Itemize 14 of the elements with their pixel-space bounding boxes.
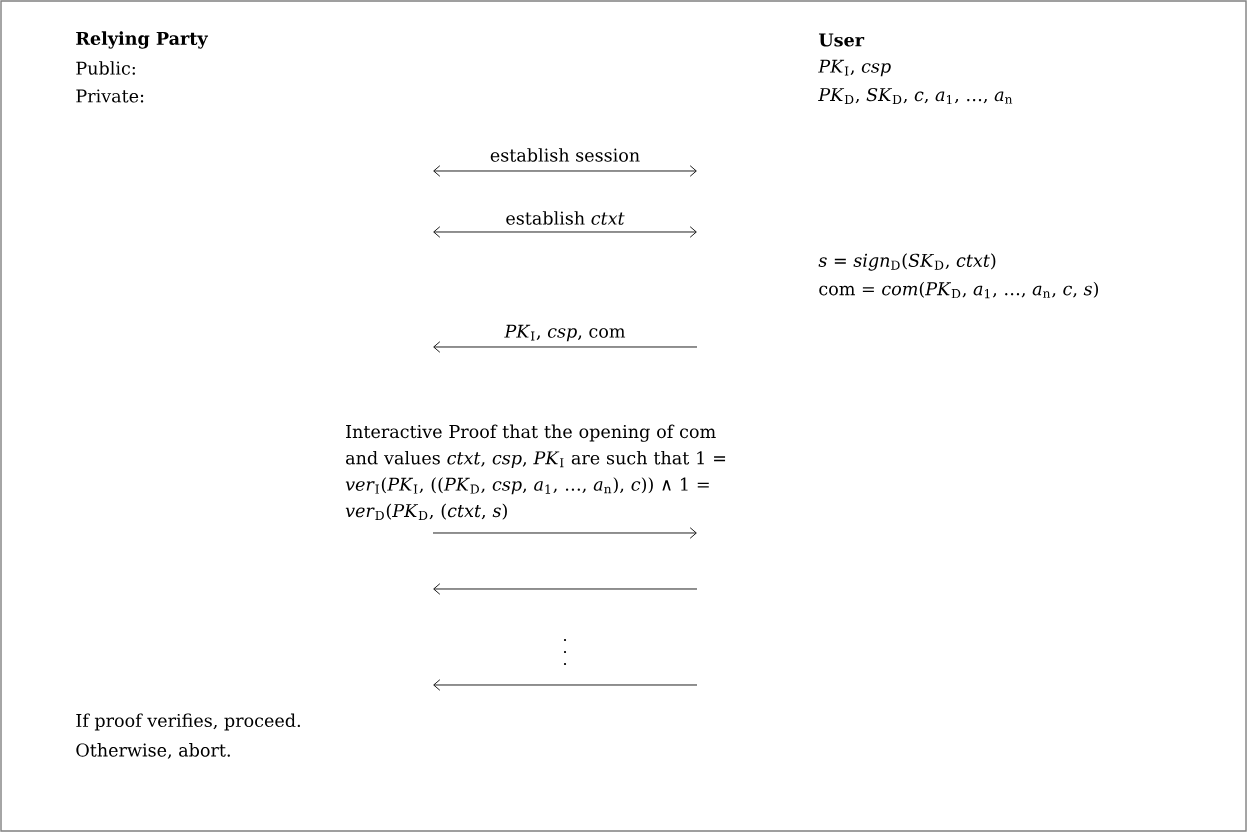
message-label: PK$_{I}$, csp, com xyxy=(502,323,628,343)
message-label: establish ctxt xyxy=(503,209,627,227)
formula-text: PK$_{D}$, SK$_{D}$, c, a$_{1}$, …, a$_{n}$ xyxy=(818,87,1013,105)
column-heading: User xyxy=(818,33,865,47)
text-label: Private: xyxy=(76,89,144,103)
text-label: If proof verifies, proceed. xyxy=(76,713,300,731)
text-label: Otherwise, abort. xyxy=(76,743,230,759)
formula-text: com = com(PK$_{D}$, a$_{1}$, …, a$_{n}$, c, s) xyxy=(819,281,1099,299)
formula-text: s = sign$_{D}$(SK$_{D}$, ctxt) xyxy=(818,253,996,271)
text-label: Public: xyxy=(76,61,135,75)
formula-text: PK$_{I}$, csp xyxy=(818,59,891,77)
message-label: Interactive Proof that the opening of com and values ctxt, csp, PK$_{I}$ are such that 1 = ver$_{I}$(PK$_{I}$, ((PK$_{D}$, csp, a$_{1}$, …, a$_{n}$), c)) ∧ 1 = ver$_{D}$(PK$_{D}$, (ctxt, s) xyxy=(343,422,742,522)
column-heading: Relying Party xyxy=(76,31,209,49)
message-label: establish session xyxy=(488,146,642,164)
